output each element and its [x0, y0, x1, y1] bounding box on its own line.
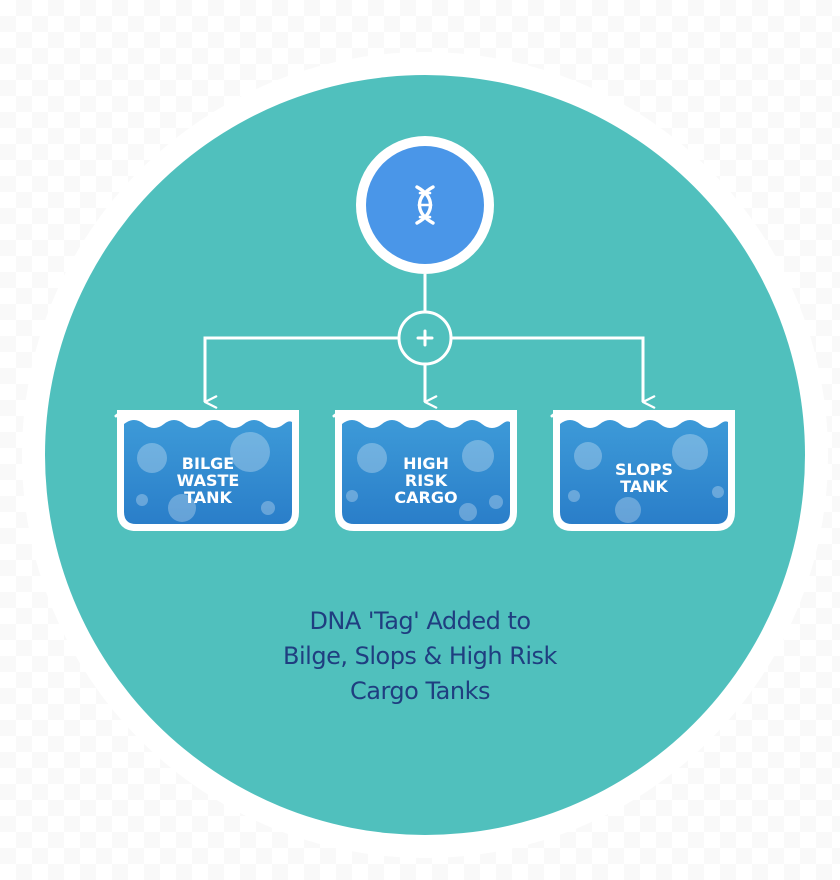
tank-label-line: TANK — [620, 477, 668, 496]
tank-label-line: CARGO — [394, 488, 458, 507]
tank-label-slops: SLOPS TANK — [554, 461, 734, 495]
tank-label-cargo: HIGH RISK CARGO — [336, 455, 516, 506]
diagram-caption: DNA 'Tag' Added to Bilge, Slops & High R… — [220, 604, 620, 709]
caption-line: Cargo Tanks — [350, 677, 490, 705]
dna-bubble-icon — [568, 434, 724, 523]
dna-source-node — [356, 136, 494, 274]
tank-label-line: TANK — [184, 488, 232, 507]
tank-label-line: SLOPS — [615, 460, 673, 479]
arrow-to-bilge — [203, 336, 399, 409]
plus-icon — [416, 329, 434, 347]
junction-node — [397, 310, 453, 366]
caption-line: Bilge, Slops & High Risk — [283, 642, 557, 670]
tank-label-line: WASTE — [176, 471, 240, 490]
tank-bilge — [114, 410, 299, 531]
tank-label-bilge: BILGE WASTE TANK — [118, 455, 298, 506]
tank-label-line: RISK — [404, 471, 448, 490]
tank-slops — [550, 410, 735, 531]
tank-label-line: BILGE — [181, 454, 235, 473]
dna-bubble-icon — [136, 432, 275, 522]
tank-cargo — [332, 410, 517, 531]
dna-icon — [415, 185, 435, 225]
tank-label-line: HIGH — [403, 454, 449, 473]
arrow-to-slops — [451, 336, 656, 409]
caption-line: DNA 'Tag' Added to — [309, 607, 531, 635]
connectors — [203, 274, 656, 409]
dna-bubble-icon — [346, 440, 503, 521]
